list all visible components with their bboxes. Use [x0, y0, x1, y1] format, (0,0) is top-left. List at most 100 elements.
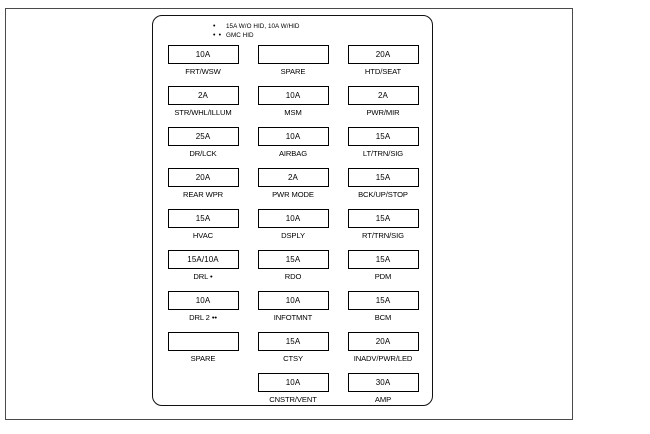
fuse-box[interactable]: 25A	[167, 127, 239, 146]
fuse-slot[interactable]: 15A BCK/UP/STOP	[341, 168, 425, 209]
fuse-slot[interactable]: 10A DSPLY	[251, 209, 335, 250]
fuse-label: PDM	[374, 272, 392, 281]
fuse-box[interactable]	[257, 45, 329, 64]
fuse-amperage: 2A	[198, 90, 208, 100]
fuse-box[interactable]: 10A	[167, 291, 239, 310]
fuse-slot[interactable]: 2A PWR MODE	[251, 168, 335, 209]
fuse-label: INADV/PWR/LED	[353, 354, 413, 363]
fuse-box[interactable]: 20A	[347, 45, 419, 64]
legend-bullet-icon: •	[213, 23, 217, 30]
fuse-amperage: 10A	[285, 90, 301, 100]
fuse-slot[interactable]: 10A MSM	[251, 86, 335, 127]
fuse-box[interactable]: 10A	[257, 209, 329, 228]
fuse-slot[interactable]: 15A BCM	[341, 291, 425, 332]
fuse-label: DRL 2 ••	[189, 313, 217, 322]
fuse-amperage: 10A	[195, 49, 211, 59]
fuse-slot[interactable]: 10A AIRBAG	[251, 127, 335, 168]
fuse-label: DSPLY	[281, 231, 305, 240]
fuse-block-panel: • 15A W/O HID, 10A W/HID • • GMC HID 10A FRT…	[152, 15, 433, 406]
fuse-amperage: 15A	[375, 172, 391, 182]
fuse-box[interactable]: 15A	[347, 291, 419, 310]
fuse-slot[interactable]: 30A AMP	[341, 373, 425, 414]
fuse-label: BCM	[374, 313, 392, 322]
fuse-box[interactable]: 15A	[257, 250, 329, 269]
fuse-label: CTSY	[283, 354, 303, 363]
legend-line: • • GMC HID	[213, 31, 433, 40]
fuse-column-middle: SPARE 10A MSM 10A AIRBAG 2A PWR MODE 10A DSPLY 15…	[251, 45, 335, 414]
fuse-slot[interactable]: SPARE	[251, 45, 335, 86]
fuse-box[interactable]: 15A/10A	[167, 250, 239, 269]
fuse-label: PWR MODE	[272, 190, 314, 199]
fuse-box[interactable]: 2A	[257, 168, 329, 187]
fuse-amperage: 30A	[375, 377, 391, 387]
fuse-slot[interactable]: 20A INADV/PWR/LED	[341, 332, 425, 373]
fuse-amperage: 15A	[375, 295, 391, 305]
fuse-slot[interactable]: 25A DR/LCK	[161, 127, 245, 168]
fuse-slot[interactable]: SPARE	[161, 332, 245, 373]
fuse-box[interactable]: 20A	[167, 168, 239, 187]
fuse-box[interactable]: 10A	[257, 86, 329, 105]
fuse-box[interactable]: 15A	[347, 127, 419, 146]
fuse-label: HVAC	[192, 231, 214, 240]
fuse-label: INFOTMNT	[273, 313, 313, 322]
fuse-slot[interactable]: 2A PWR/MIR	[341, 86, 425, 127]
fuse-box[interactable]: 15A	[167, 209, 239, 228]
fuse-amperage: 15A	[375, 254, 391, 264]
fuse-label: RDO	[284, 272, 302, 281]
fuse-slot[interactable]: 10A CNSTR/VENT	[251, 373, 335, 414]
fuse-label: FRT/WSW	[185, 67, 221, 76]
fuse-label: AMP	[374, 395, 392, 404]
fuse-box[interactable]	[167, 332, 239, 351]
fuse-label: MSM	[284, 108, 302, 117]
fuse-box[interactable]: 10A	[167, 45, 239, 64]
fuse-label: DR/LCK	[189, 149, 217, 158]
fuse-box[interactable]: 15A	[347, 250, 419, 269]
fuse-amperage: 10A	[285, 377, 301, 387]
fuse-slot[interactable]: 15A PDM	[341, 250, 425, 291]
fuse-amperage: 2A	[378, 90, 388, 100]
fuse-label: PWR/MIR	[366, 108, 400, 117]
fuse-box[interactable]: 2A	[167, 86, 239, 105]
fuse-label: CNSTR/VENT	[269, 395, 317, 404]
fuse-box[interactable]: 15A	[257, 332, 329, 351]
legend-text: GMC HID	[226, 32, 254, 39]
fuse-box[interactable]: 10A	[257, 291, 329, 310]
fuse-box[interactable]: 15A	[347, 168, 419, 187]
fuse-box[interactable]: 30A	[347, 373, 419, 392]
fuse-label: BCK/UP/STOP	[358, 190, 408, 199]
fuse-label: AIRBAG	[278, 149, 308, 158]
fuse-slot[interactable]: 15A RT/TRN/SIG	[341, 209, 425, 250]
fuse-slot[interactable]: 10A INFOTMNT	[251, 291, 335, 332]
fuse-box[interactable]: 15A	[347, 209, 419, 228]
legend-line: • 15A W/O HID, 10A W/HID	[213, 22, 433, 31]
fuse-amperage: 10A	[285, 213, 301, 223]
fuse-slot[interactable]: 10A FRT/WSW	[161, 45, 245, 86]
fuse-label: RT/TRN/SIG	[362, 231, 404, 240]
fuse-slot[interactable]: 15A HVAC	[161, 209, 245, 250]
fuse-label: SPARE	[190, 354, 216, 363]
fuse-amperage: 25A	[195, 131, 211, 141]
fuse-slot[interactable]: 15A CTSY	[251, 332, 335, 373]
fuse-amperage: 15A	[375, 213, 391, 223]
fuse-box[interactable]: 20A	[347, 332, 419, 351]
legend-bullet-icon: • •	[213, 32, 222, 39]
fuse-box[interactable]: 2A	[347, 86, 419, 105]
fuse-amperage: 2A	[288, 172, 298, 182]
legend-text: 15A W/O HID, 10A W/HID	[226, 23, 300, 30]
fuse-box[interactable]: 10A	[257, 373, 329, 392]
fuse-amperage: 20A	[375, 49, 391, 59]
fuse-box[interactable]: 10A	[257, 127, 329, 146]
fuse-amperage: 15A	[285, 336, 301, 346]
fuse-label: SPARE	[280, 67, 306, 76]
fuse-slot[interactable]: 10A DRL 2 ••	[161, 291, 245, 332]
fuse-slot[interactable]: 15A RDO	[251, 250, 335, 291]
fuse-amperage: 10A	[285, 131, 301, 141]
fuse-amperage: 10A	[285, 295, 301, 305]
